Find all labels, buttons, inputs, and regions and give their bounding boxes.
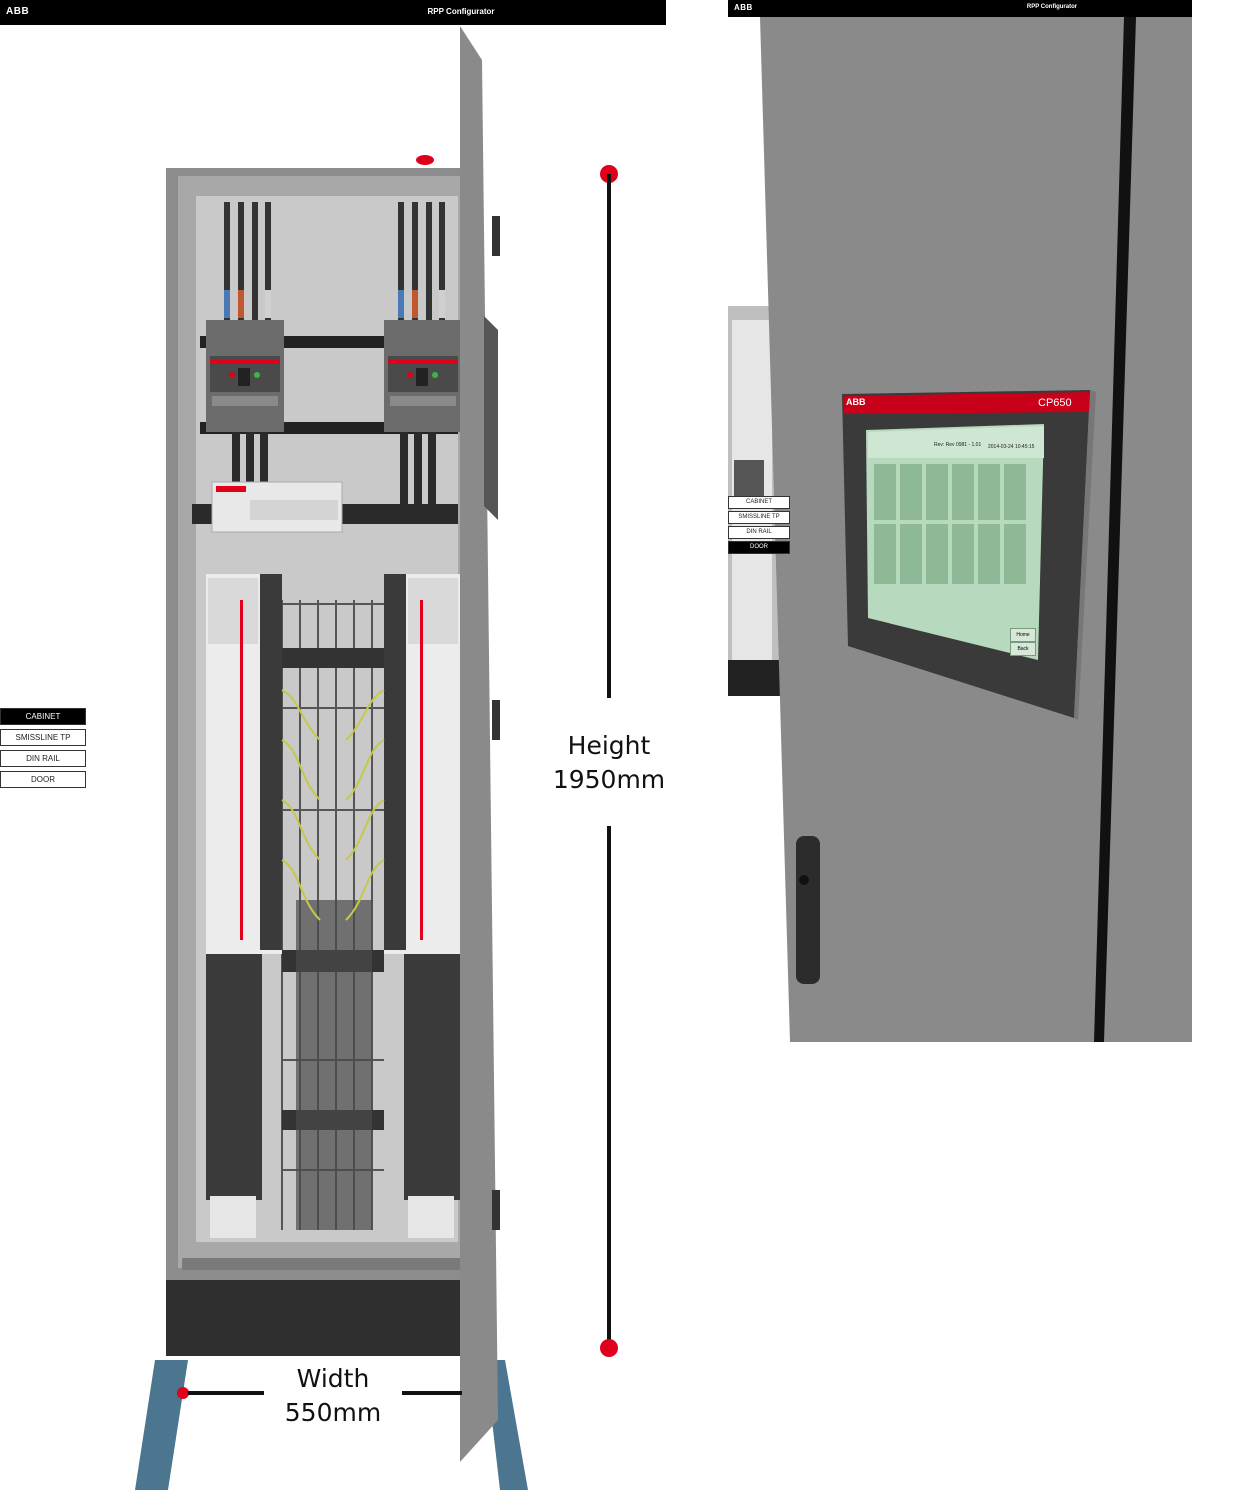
main-breaker-left (206, 320, 284, 432)
breaker-output-cables (232, 432, 436, 512)
menu-item-cabinet[interactable]: CABINET (0, 708, 86, 725)
width-label: Width (296, 1364, 370, 1393)
tray-bar-1 (282, 648, 384, 668)
height-label: Height (567, 731, 651, 760)
height-value: 1950mm (552, 765, 666, 794)
hmi-back-button[interactable]: Back (1010, 642, 1036, 656)
menu-item-smissline-tp[interactable]: SMISSLINE TP (0, 729, 86, 746)
height-bottom-marker[interactable] (600, 1339, 618, 1357)
smissline-column-right (384, 574, 460, 1238)
menu-item-smissline-tp[interactable]: SMISSLINE TP (728, 511, 790, 524)
incoming-cables-left (224, 202, 271, 320)
door-handle[interactable] (796, 836, 820, 984)
view-menu-right: CABINET SMISSLINE TP DIN RAIL DOOR (728, 496, 790, 556)
main-breaker-right (384, 320, 462, 432)
abb-logo: ABB (734, 3, 753, 12)
cabinet-bottom-rail (182, 1258, 462, 1270)
app-title: RPP Configurator (427, 7, 495, 16)
smissline-column-left (206, 574, 282, 1238)
height-dimension-label: Height 1950mm (545, 729, 666, 797)
app-title: RPP Configurator (1026, 4, 1078, 10)
cabinet-view-panel: ABB RPP Configurator (0, 0, 666, 1500)
cable-bundle-center (296, 900, 372, 1230)
cabinet-door-open (460, 26, 498, 1462)
door-3d-render[interactable] (728, 0, 1192, 1042)
menu-item-din-rail[interactable]: DIN RAIL (728, 526, 790, 539)
door-view-panel: ABB RPP Configurator ABB CP650 Rev: Rev … (728, 0, 1192, 1042)
hmi-screen-rev: Rev: Rev 0981 - 1.01 (934, 442, 982, 448)
incoming-cables-right (398, 202, 445, 320)
hmi-screen-tiles (874, 464, 1026, 584)
door-hmi-edge (484, 316, 498, 520)
hmi-screen-datetime: 2014-03-24 10:45:15 (988, 444, 1035, 450)
abb-logo: ABB (6, 6, 30, 17)
metering-module (211, 481, 343, 533)
menu-item-cabinet[interactable]: CABINET (728, 496, 790, 509)
menu-item-din-rail[interactable]: DIN RAIL (0, 750, 86, 767)
width-dimension-label: Width 550mm (266, 1362, 400, 1430)
hmi-home-button[interactable]: Home (1010, 628, 1036, 642)
width-left-marker[interactable] (177, 1387, 189, 1399)
feeder-wires (281, 689, 385, 921)
hmi-brand-bar (844, 392, 1090, 414)
width-value: 550mm (284, 1398, 382, 1427)
door-seam (1094, 17, 1136, 1042)
hmi-brand: ABB (846, 397, 866, 407)
cabinet-3d-render[interactable] (0, 0, 666, 1500)
hmi-model: CP650 (1038, 397, 1072, 409)
cabinet-plinth (166, 1278, 466, 1356)
left-foot (135, 1360, 188, 1490)
app-header-right: ABB RPP Configurator (728, 0, 1192, 17)
menu-item-door[interactable]: DOOR (0, 771, 86, 788)
menu-item-door[interactable]: DOOR (728, 541, 790, 554)
view-menu: CABINET SMISSLINE TP DIN RAIL DOOR (0, 708, 86, 792)
top-marker (416, 155, 434, 165)
app-header: ABB RPP Configurator (0, 0, 666, 25)
